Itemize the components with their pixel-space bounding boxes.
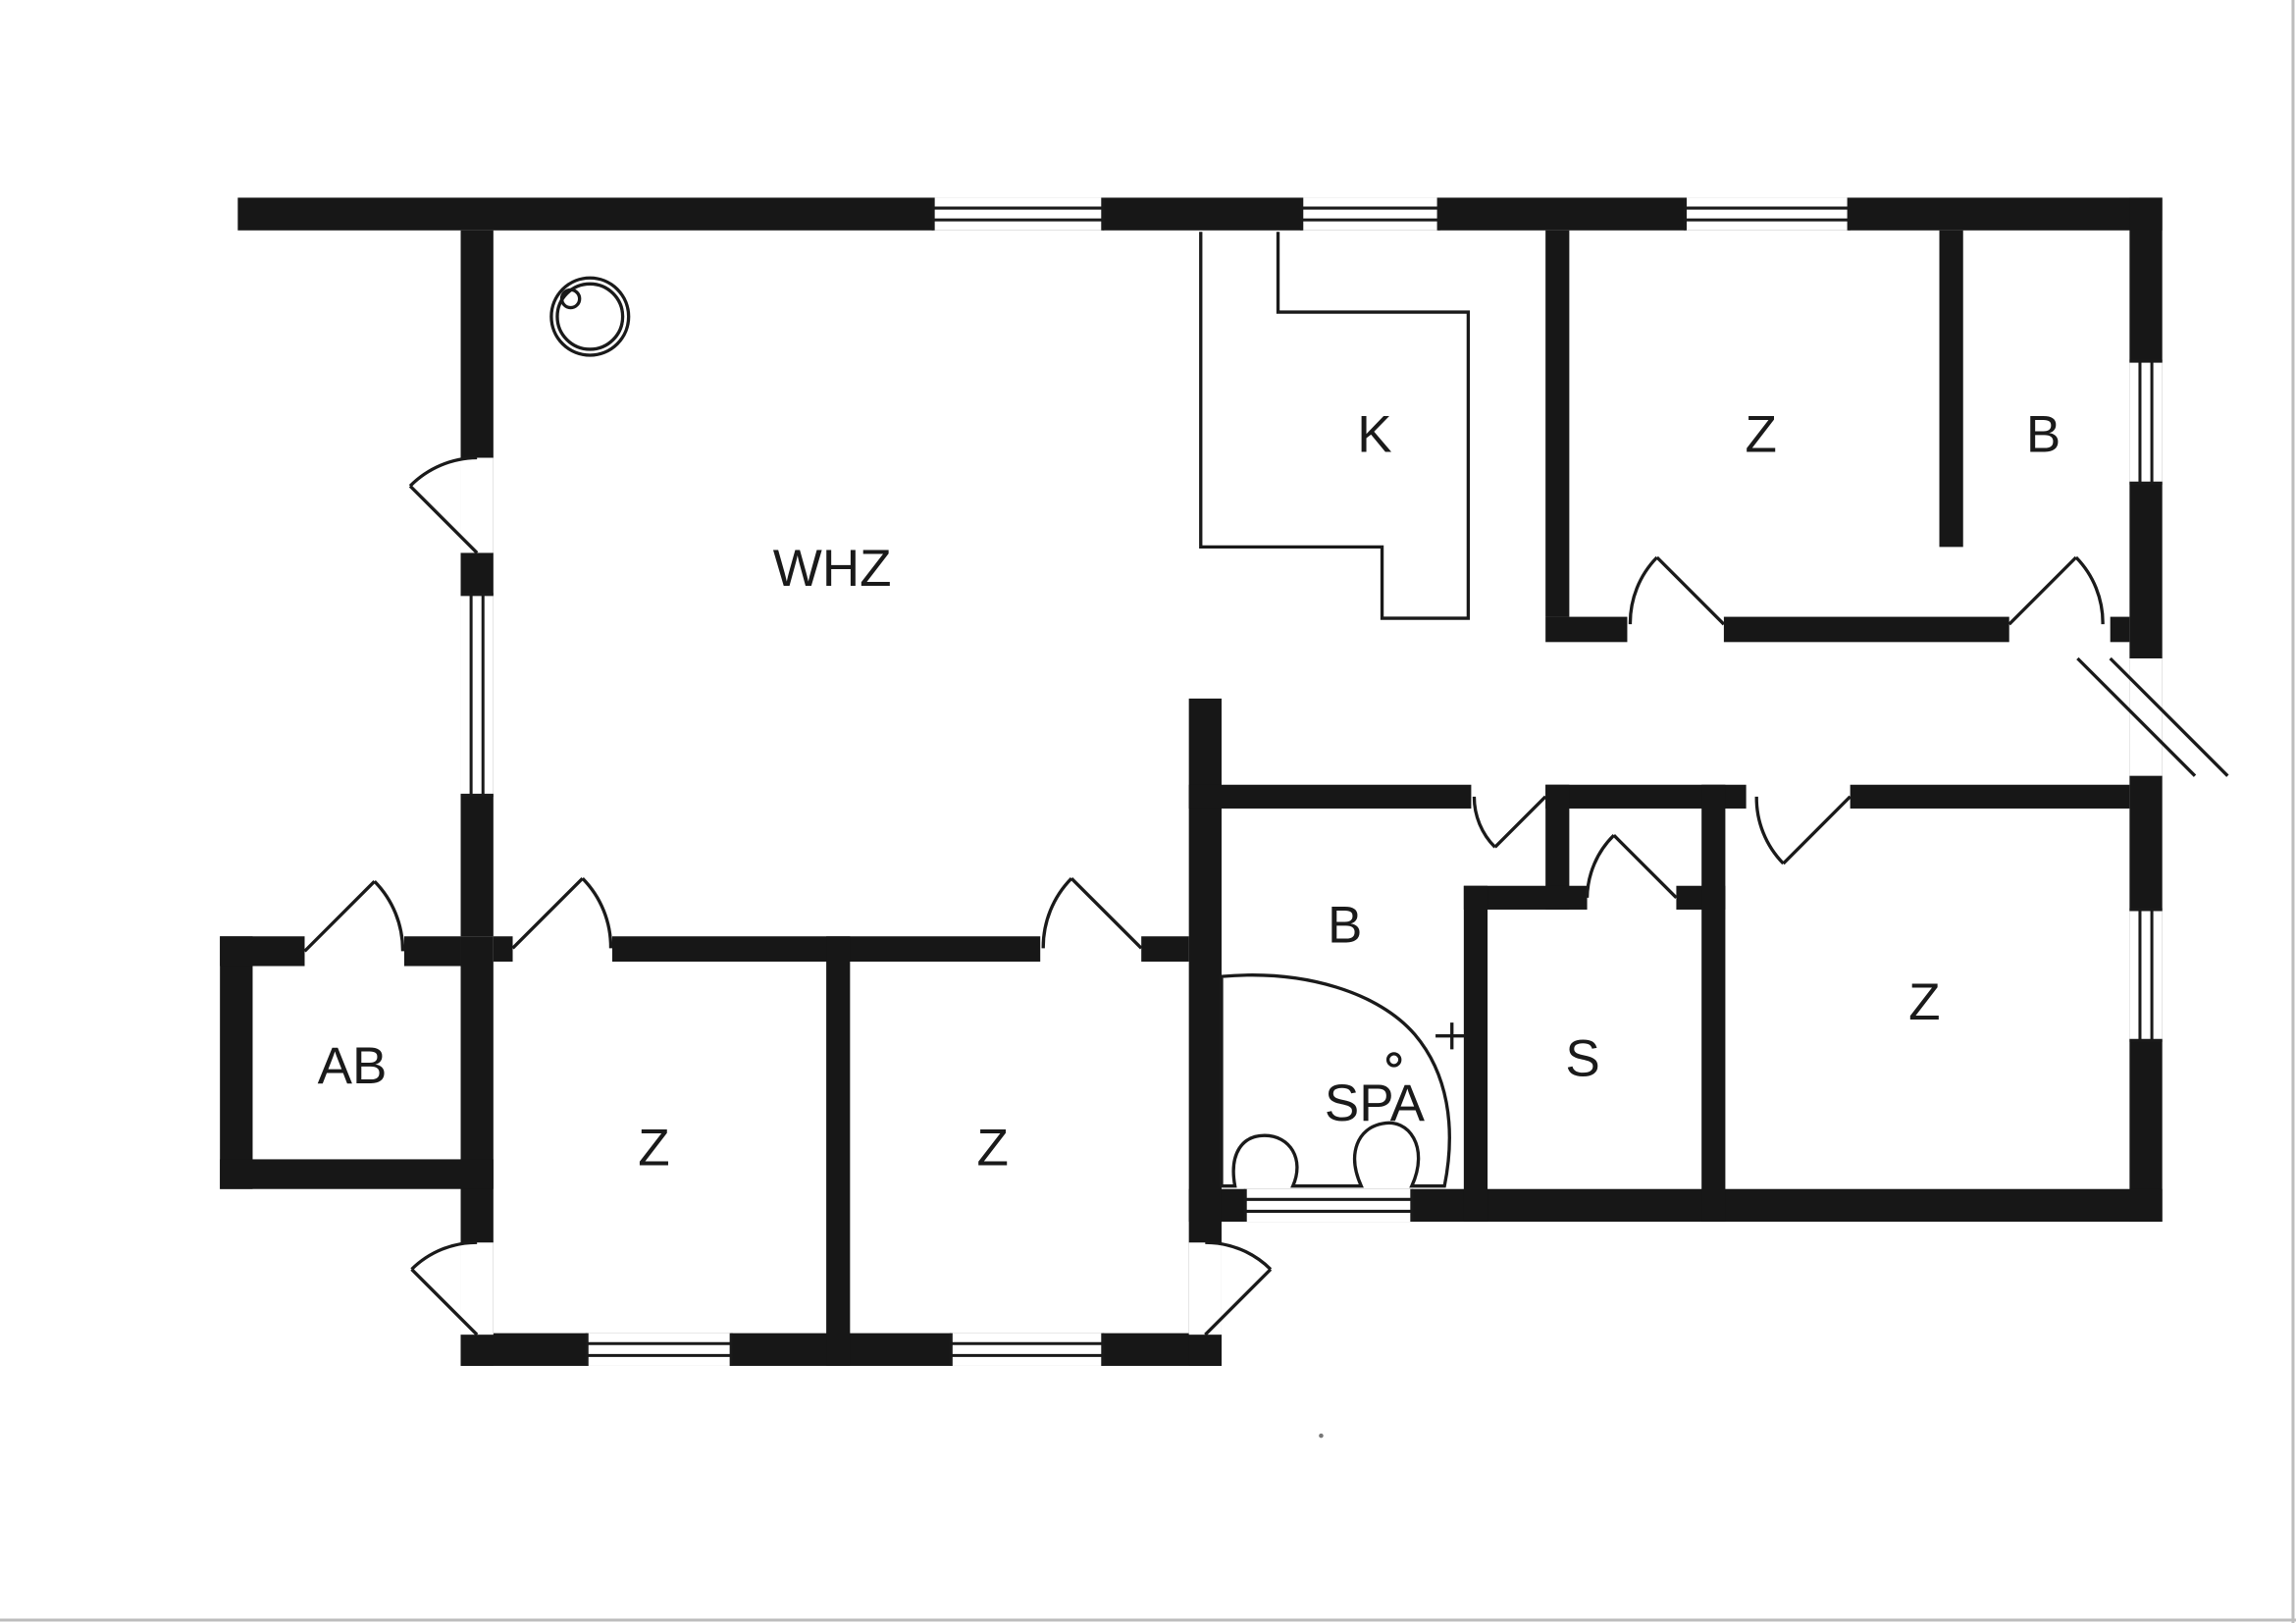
wall-segment: [493, 936, 513, 962]
door-swing: [1041, 876, 1143, 950]
wall-segment: [2110, 616, 2130, 643]
window-gap: [1245, 1188, 1412, 1223]
scan-speck: [1319, 1433, 1324, 1439]
room-label-whz: WHZ: [773, 540, 892, 598]
window: [949, 1333, 1105, 1366]
fixture-knob: [559, 288, 582, 310]
wall-segment: [460, 230, 494, 937]
door-swing: [410, 1240, 479, 1336]
door-swing: [1204, 1240, 1273, 1336]
window: [931, 197, 1105, 231]
windows: [460, 197, 2163, 1366]
door-swing: [408, 455, 479, 554]
window-gap: [2129, 909, 2163, 1041]
window-gap: [1301, 197, 1439, 231]
wall-segment: [220, 936, 253, 1189]
window-gap: [1685, 197, 1850, 231]
window: [585, 1333, 733, 1366]
window-gap: [951, 1333, 1103, 1366]
window-gap: [2129, 361, 2163, 484]
angled-passage-lines: [2076, 656, 2229, 777]
room-label-z-right: Z: [1908, 973, 1940, 1031]
room-label-z-bm: Z: [977, 1119, 1009, 1177]
door-swings: [303, 455, 2229, 1336]
room-label-b-bath: B: [1328, 896, 1362, 954]
window: [2129, 359, 2163, 485]
corner-spa-tub: [1220, 973, 1466, 1188]
wall-segment: [1141, 936, 1189, 962]
door-openings: [460, 457, 2163, 1335]
wall-segment: [1850, 784, 2130, 809]
wall-segment: [403, 936, 461, 967]
window: [1243, 1188, 1414, 1223]
window: [2129, 908, 2163, 1042]
door-gap: [460, 1242, 494, 1335]
fixtures: [549, 232, 1471, 1188]
fixture-outer-ring: [549, 276, 631, 357]
wall-segment: [1545, 230, 1570, 617]
wall-segment: [1545, 616, 1628, 643]
wall-segment: [1188, 784, 1472, 809]
wall-segment: [1939, 230, 1963, 548]
fixture-inner-ring: [555, 282, 625, 351]
window: [460, 593, 494, 797]
window: [1684, 197, 1851, 231]
spa-faucet-icon: [1435, 1022, 1466, 1050]
wall-segment: [1463, 885, 1488, 1223]
door-swing: [1472, 795, 1547, 849]
door-swing: [1754, 795, 1852, 865]
spa-tub-outline: [1220, 973, 1451, 1188]
wall-segment: [220, 936, 305, 967]
kitchen-counter: [1199, 232, 1471, 620]
room-label-k: K: [1357, 405, 1391, 463]
window-gap: [933, 197, 1103, 231]
room-label-s: S: [1565, 1030, 1599, 1088]
room-label-spa: SPA: [1325, 1074, 1426, 1132]
wall-segment: [1701, 784, 1726, 1223]
door-gap: [460, 457, 494, 553]
room-label-b-top: B: [2026, 405, 2061, 463]
door-gap: [1188, 1242, 1222, 1335]
wall-segment: [237, 197, 2163, 231]
door-swing: [303, 880, 405, 953]
door-swing: [511, 876, 613, 950]
room-label-z-top: Z: [1746, 405, 1777, 463]
ceiling-fixture: [549, 276, 631, 357]
interior-walls: [220, 230, 2130, 1366]
door-swing: [2008, 555, 2105, 626]
window-gap: [587, 1333, 732, 1366]
window-gap: [460, 594, 494, 796]
room-label-ab: AB: [318, 1037, 388, 1095]
door-swing: [1585, 834, 1678, 900]
wall-segment: [826, 936, 851, 1366]
room-label-z-bl: Z: [638, 1119, 669, 1177]
wall-segment: [220, 1159, 494, 1189]
wall-segment: [1723, 616, 2009, 643]
spa-jet: [1385, 1052, 1402, 1068]
window: [1300, 197, 1440, 231]
room-labels: WHZ K Z B B S SPA Z Z Z AB: [318, 405, 2061, 1177]
door-swing: [1628, 555, 1726, 626]
